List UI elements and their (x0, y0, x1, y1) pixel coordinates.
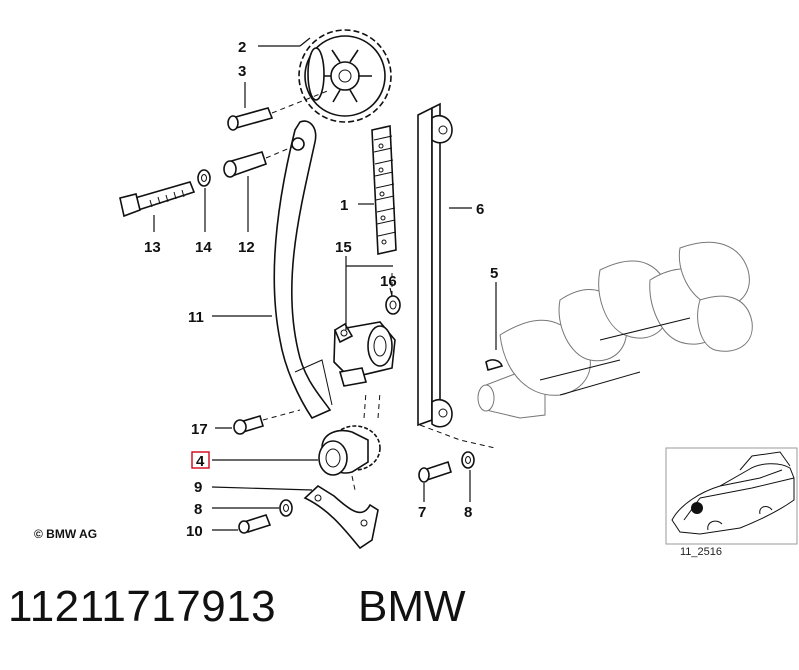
callout-4: 4 (196, 453, 205, 470)
rail-bolt (233, 409, 301, 435)
location-inset: 11_2516 (665, 447, 798, 558)
callout-14: 14 (195, 239, 212, 256)
callout-6: 6 (476, 201, 484, 218)
leader-lines (153, 37, 497, 531)
guide-rail (417, 102, 453, 428)
callout-12: 12 (238, 239, 255, 256)
callout-7: 7 (418, 504, 426, 521)
callout-8-right: 8 (464, 504, 472, 521)
washer (197, 169, 211, 187)
camshaft-sprocket (298, 29, 392, 123)
inset-caption: 11_2516 (680, 546, 722, 558)
callout-3: 3 (238, 63, 246, 80)
copyright-text: © BMW AG (34, 527, 97, 541)
callout-4-highlight (191, 451, 210, 469)
callout-11: 11 (188, 309, 204, 326)
timing-chain (371, 125, 397, 255)
car-outline (671, 451, 795, 535)
tensioner-rail (273, 120, 333, 420)
engine-location-dot (691, 502, 703, 514)
callout-15: 15 (335, 239, 352, 256)
crankshaft-sprocket (318, 391, 381, 491)
sprocket-bolt (227, 89, 331, 131)
chain-tensioner (333, 321, 396, 387)
guide-rail-bolt (418, 460, 452, 483)
brand-name: BMW (358, 582, 466, 631)
woodruff-key (485, 359, 504, 371)
callout-17: 17 (191, 421, 208, 438)
callout-2: 2 (238, 39, 246, 56)
assembly-line (419, 424, 496, 449)
callout-10: 10 (186, 523, 203, 540)
callout-5: 5 (490, 265, 498, 282)
washer-right (461, 451, 475, 469)
callout-9: 9 (194, 479, 202, 496)
lower-chain-guide (303, 484, 379, 550)
guide-bolt (238, 514, 272, 534)
seal-ring (385, 295, 401, 315)
callout-16: 16 (380, 273, 397, 290)
callout-8-left: 8 (194, 501, 202, 518)
crankshaft-drawing (477, 241, 753, 419)
spacer-sleeve (223, 146, 293, 178)
part-number: 11211717913 (8, 582, 277, 631)
callout-13: 13 (144, 239, 161, 256)
washer-left (279, 499, 293, 517)
callout-1: 1 (340, 197, 348, 214)
pivot-bolt (119, 181, 196, 218)
